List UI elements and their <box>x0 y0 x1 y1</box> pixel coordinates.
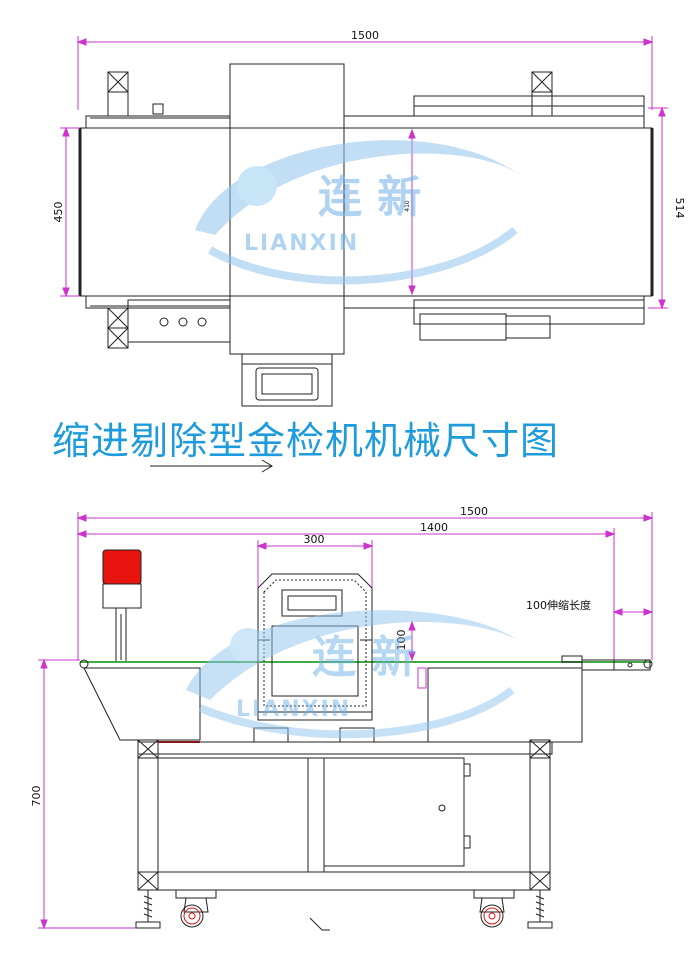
cabinet-left-panel <box>157 757 309 873</box>
top-reject-tray-lower <box>413 299 645 325</box>
frame-bottom-rail <box>157 871 531 891</box>
front-length-label: 1500 <box>460 505 488 518</box>
top-inner-width-label: 410 <box>404 200 411 212</box>
leveling-foot-left <box>135 890 161 929</box>
frame-top-rail <box>137 741 553 755</box>
front-view <box>38 512 654 931</box>
front-dimensions <box>38 512 654 930</box>
top-display-screen <box>255 367 319 401</box>
aperture-width-label: 300 <box>304 533 325 546</box>
svg-text:LIANXIN: LIANXIN <box>236 697 351 722</box>
svg-text:连 新: 连 新 <box>312 632 415 683</box>
top-width-dimension <box>60 126 80 298</box>
retract-length-label: 100伸缩长度 <box>526 598 591 612</box>
top-length-dimension <box>76 36 654 110</box>
knob-icon <box>178 317 188 327</box>
direction-arrow <box>150 459 273 473</box>
top-leg-left-upper <box>107 71 129 117</box>
front-display-screen <box>281 589 343 617</box>
brand-logo-icon <box>230 628 266 664</box>
top-overall-width-label: 514 <box>673 198 686 219</box>
motor <box>419 313 507 341</box>
knob-icon <box>197 317 207 327</box>
watermark-cn: 连 新 <box>318 172 421 223</box>
aperture-height-label: 100 <box>395 630 408 651</box>
front-left-conveyor <box>83 667 201 741</box>
leveling-foot-right <box>527 890 553 929</box>
front-right-conveyor <box>427 667 583 743</box>
door-lock-icon <box>438 804 446 812</box>
frame-leg-right <box>529 739 551 891</box>
cabinet-door <box>323 757 465 867</box>
alarm-beacon <box>102 549 142 663</box>
top-length-label: 1500 <box>351 29 379 42</box>
caster-left <box>175 889 217 928</box>
page-title: 缩进剔除型金检机机械尺寸图 <box>52 419 560 463</box>
top-overall-width-dimension <box>648 106 668 310</box>
knob-icon <box>159 317 169 327</box>
frame-leg-left <box>137 739 159 891</box>
caster-right <box>473 889 515 928</box>
brand-logo-icon <box>237 166 277 206</box>
top-inner-dimension <box>408 128 416 296</box>
front-height-label: 700 <box>30 786 43 807</box>
front-belt-length-label: 1400 <box>420 521 448 534</box>
top-display-housing <box>241 363 333 407</box>
top-leg-right-upper <box>531 71 553 117</box>
top-belt-width-label: 450 <box>52 202 65 223</box>
top-leg-left-lower <box>107 307 129 349</box>
watermark-en: LIANXIN <box>244 231 359 256</box>
watermark-top: 连 新 LIANXIN <box>195 140 520 285</box>
watermark-bottom: 连 新 LIANXIN <box>186 610 518 739</box>
